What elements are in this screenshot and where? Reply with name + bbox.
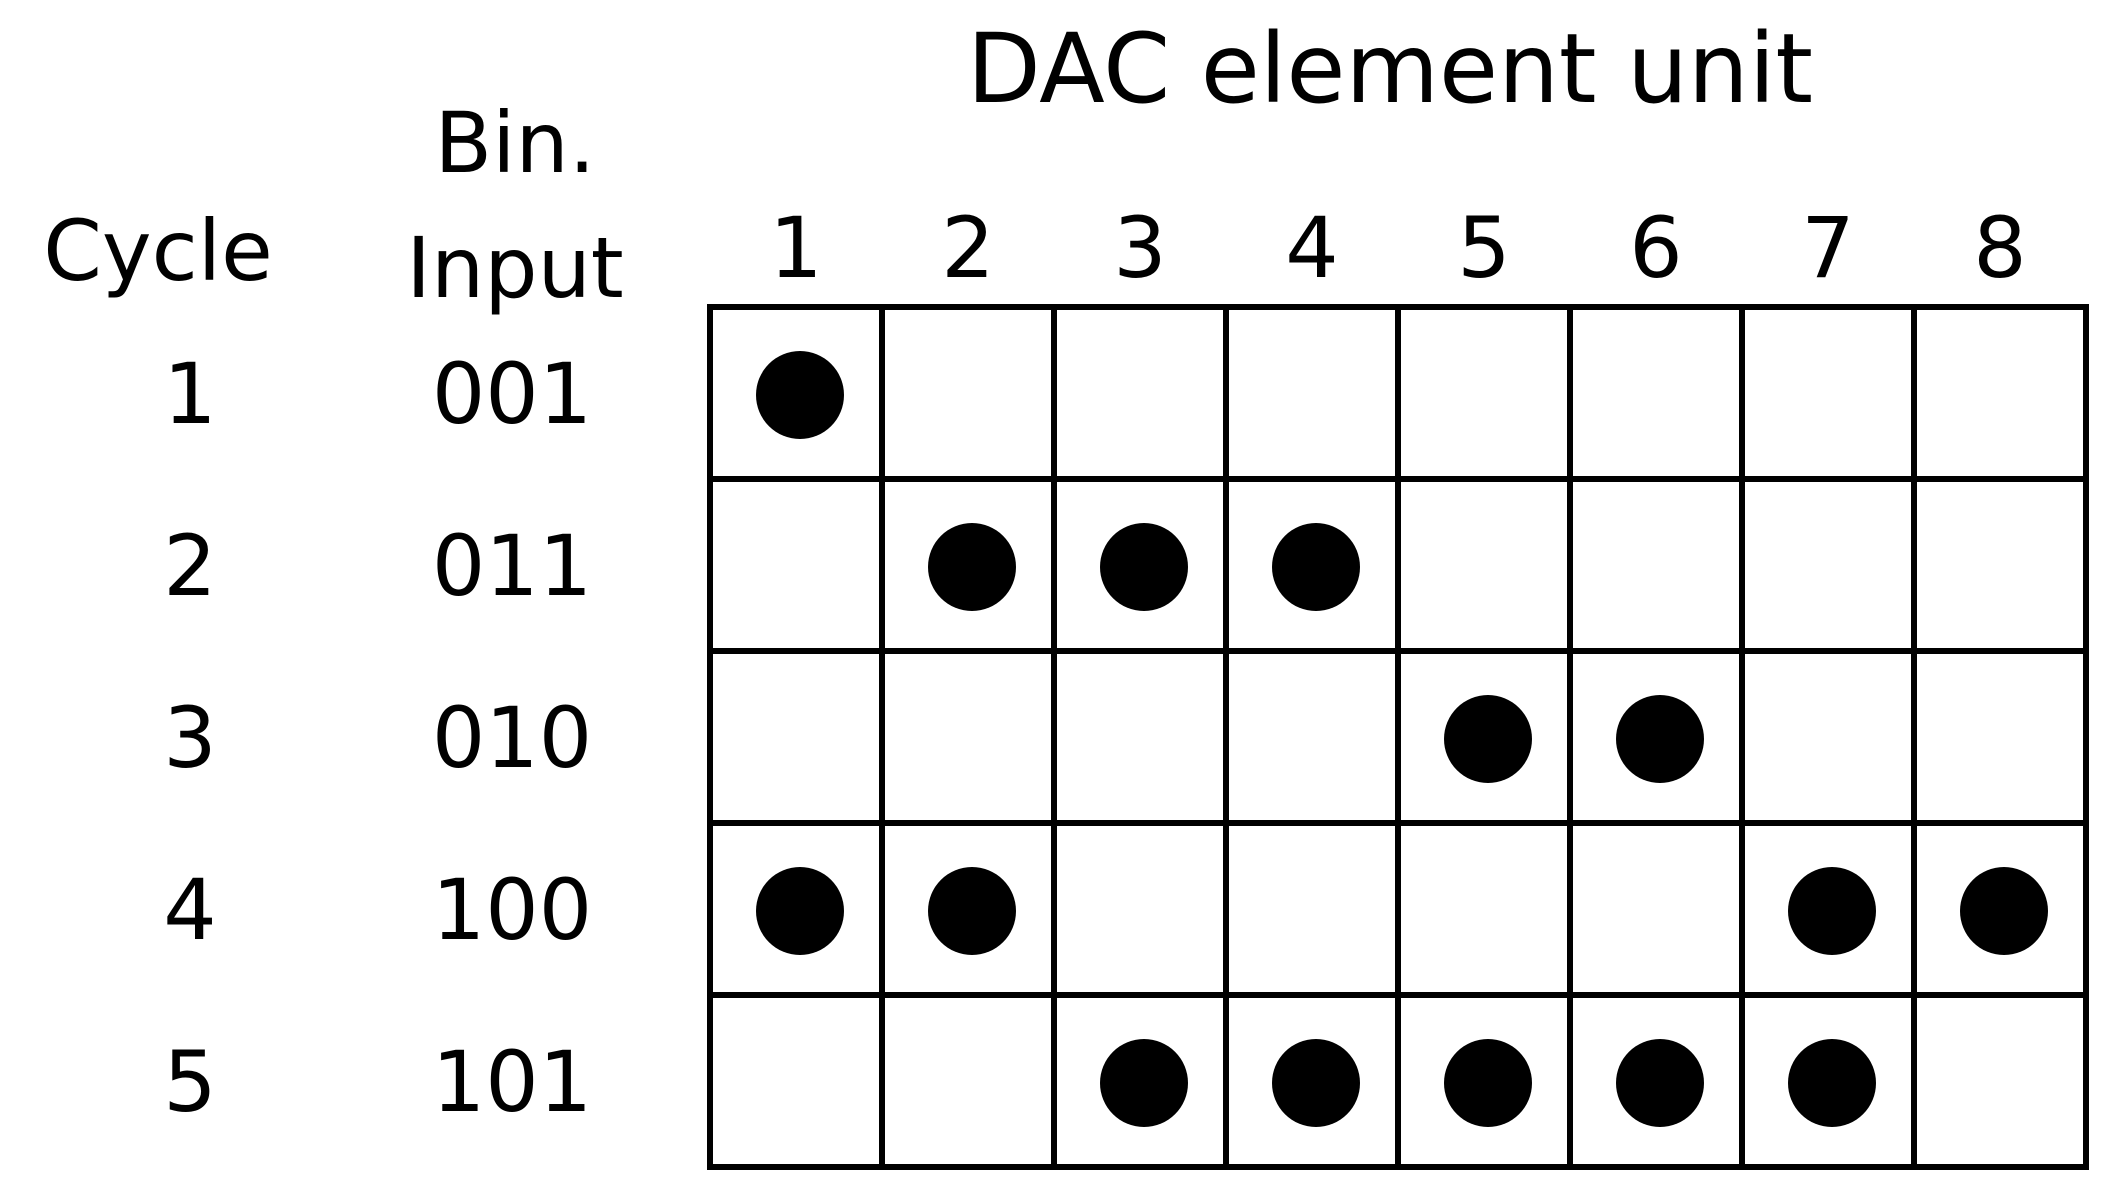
cycle-label: 1 bbox=[163, 345, 216, 443]
active-element-dot bbox=[1788, 867, 1876, 955]
active-element-dot bbox=[756, 867, 844, 955]
column-header-1: 1 bbox=[769, 199, 822, 297]
binary-input-label: 001 bbox=[432, 345, 592, 443]
grid-cell bbox=[707, 476, 885, 654]
active-element-dot bbox=[1100, 523, 1188, 611]
active-element-dot bbox=[928, 523, 1016, 611]
active-element-dot bbox=[756, 351, 844, 439]
column-header-7: 7 bbox=[1801, 199, 1854, 297]
grid-cell bbox=[1567, 820, 1745, 998]
column-header-2: 2 bbox=[941, 199, 994, 297]
binary-input-label: 101 bbox=[432, 1033, 592, 1131]
grid-cell bbox=[1051, 820, 1229, 998]
row-labels: 1 001 2 011 3 010 4 100 5 101 bbox=[163, 345, 592, 1131]
grid-cell bbox=[707, 992, 885, 1170]
grid-cell bbox=[707, 648, 885, 826]
active-element-dot bbox=[1788, 1039, 1876, 1127]
column-header-6: 6 bbox=[1629, 199, 1682, 297]
cycle-label: 4 bbox=[163, 861, 216, 959]
column-header-8: 8 bbox=[1973, 199, 2026, 297]
grid-cell bbox=[1223, 648, 1401, 826]
diagram-title: DAC element unit bbox=[967, 13, 1813, 125]
grid-cell bbox=[1911, 992, 2089, 1170]
bin-input-header-line1: Bin. bbox=[435, 94, 596, 192]
grid-cell bbox=[879, 648, 1057, 826]
column-header-4: 4 bbox=[1285, 199, 1338, 297]
grid-cell bbox=[879, 304, 1057, 482]
active-element-dot bbox=[1444, 695, 1532, 783]
grid-cell bbox=[1911, 304, 2089, 482]
cycle-label: 2 bbox=[163, 517, 216, 615]
active-element-dot bbox=[1616, 1039, 1704, 1127]
active-element-dot bbox=[1616, 695, 1704, 783]
active-element-dot bbox=[928, 867, 1016, 955]
binary-input-label: 010 bbox=[432, 689, 592, 787]
active-element-dot bbox=[1444, 1039, 1532, 1127]
active-elements bbox=[756, 351, 2048, 1127]
active-element-dot bbox=[1272, 1039, 1360, 1127]
grid-cell bbox=[1567, 304, 1745, 482]
cycle-label: 3 bbox=[163, 689, 216, 787]
column-header-3: 3 bbox=[1113, 199, 1166, 297]
grid-cell bbox=[1395, 304, 1573, 482]
element-grid bbox=[707, 304, 2089, 1170]
grid-cell bbox=[1911, 476, 2089, 654]
active-element-dot bbox=[1272, 523, 1360, 611]
grid-cell bbox=[1739, 304, 1917, 482]
active-element-dot bbox=[1960, 867, 2048, 955]
grid-cell bbox=[1739, 476, 1917, 654]
grid-cell bbox=[1051, 648, 1229, 826]
column-headers: 1 2 3 4 5 6 7 8 bbox=[769, 199, 2026, 297]
grid-cell bbox=[1395, 476, 1573, 654]
cycle-label: 5 bbox=[163, 1033, 216, 1131]
grid-cell bbox=[879, 992, 1057, 1170]
bin-input-header-line2: Input bbox=[406, 219, 624, 317]
grid-cell bbox=[1051, 304, 1229, 482]
grid-cell bbox=[1223, 820, 1401, 998]
grid-cell bbox=[1395, 820, 1573, 998]
grid-cell bbox=[1739, 648, 1917, 826]
binary-input-label: 100 bbox=[432, 861, 592, 959]
grid-cell bbox=[1911, 648, 2089, 826]
binary-input-label: 011 bbox=[432, 517, 592, 615]
grid-cell bbox=[1567, 476, 1745, 654]
cycle-header: Cycle bbox=[43, 202, 273, 300]
active-element-dot bbox=[1100, 1039, 1188, 1127]
column-header-5: 5 bbox=[1457, 199, 1510, 297]
grid-cell bbox=[1223, 304, 1401, 482]
